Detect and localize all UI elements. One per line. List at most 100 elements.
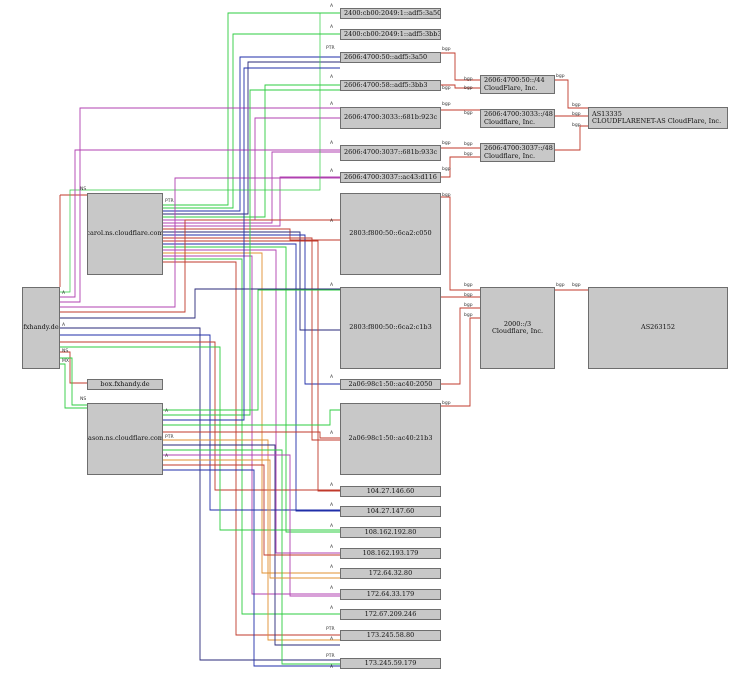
edge-26 — [60, 177, 340, 308]
edge-label-bgp-17: bgp — [464, 293, 473, 298]
node-prefix-2[interactable]: 2606:4700:3033::/48 Cloudflare, Inc. — [480, 109, 555, 128]
edge-label-a-5: A — [330, 141, 334, 146]
edge-label-a-9: A — [330, 375, 334, 380]
edge-label-bgp-1: bgp — [442, 47, 451, 52]
edge-label-bgp-9: bgp — [464, 142, 473, 147]
edge-17 — [163, 252, 340, 574]
edge-label-a-14: A — [330, 545, 334, 550]
node-ipv6-4[interactable]: 2606:4700:58::adf5:3bb3 — [340, 80, 441, 91]
edge-label-a-11: A — [330, 483, 334, 488]
node-ipv6-3[interactable]: 2606:4700:50::adf5:3a50 — [340, 52, 441, 63]
node-prefix-1[interactable]: 2606:4700:50::/44 CloudFlare, Inc. — [480, 75, 555, 94]
edge-label-a-16: A — [330, 586, 334, 591]
node-ipv6-2[interactable]: 2400:cb00:2049:1::adf5:3bb3 — [340, 29, 441, 40]
edge-label-a-17: A — [330, 606, 334, 611]
node-ipv6-1[interactable]: 2400:cb00:2049:1::adf5:3a50 — [340, 8, 441, 19]
edge-45 — [163, 459, 340, 579]
node-ipv6-9[interactable]: 2803:f800:50::6ca2:c1b3 — [340, 287, 441, 369]
edge-23 — [60, 13, 321, 293]
edge-label-a-6: A — [330, 169, 334, 174]
node-ipv4-8[interactable]: 173.245.58.80 — [340, 630, 441, 641]
edge-label-bgp-12: bgp — [572, 103, 581, 108]
edge-29 — [60, 327, 340, 661]
edge-label-bgp-10: bgp — [464, 152, 473, 157]
node-ipv6-11[interactable]: 2a06:98c1:50::ac40:21b3 — [340, 403, 441, 475]
node-ipv4-1[interactable]: 104.27.146.60 — [340, 486, 441, 497]
edge-47 — [163, 469, 340, 667]
edge-label-bgp-2: bgp — [442, 86, 451, 91]
edge-label-a-8: A — [330, 283, 334, 288]
edge-46 — [163, 464, 340, 556]
node-mx-box[interactable]: box.fxhandy.de — [87, 379, 163, 390]
node-ipv4-7[interactable]: 172.67.209.246 — [340, 609, 441, 620]
edge-label-bgp-22: bgp — [442, 401, 451, 406]
edge-44 — [163, 454, 340, 597]
edge-57 — [555, 79, 588, 109]
edge-12 — [163, 237, 340, 441]
edge-label-bgp-19: bgp — [464, 313, 473, 318]
edge-label-ptr-3: PTR — [165, 435, 174, 440]
node-ipv4-6[interactable]: 172.64.33.179 — [340, 589, 441, 600]
edge-label-ns-carol: NS — [80, 187, 87, 192]
edge-1 — [163, 12, 340, 206]
edge-label-bgp-21: bgp — [572, 283, 581, 288]
edge-label-a-10: A — [330, 431, 334, 436]
edge-49 — [441, 84, 480, 89]
edge-37 — [163, 89, 340, 416]
edge-4 — [163, 61, 340, 215]
node-as-263152[interactable]: AS263152 — [588, 287, 728, 369]
edge-2 — [163, 33, 340, 209]
edge-8 — [163, 176, 340, 227]
edge-15 — [163, 246, 340, 533]
edge-label-a-18: A — [330, 637, 334, 642]
edge-33 — [60, 351, 87, 384]
node-ipv6-7[interactable]: 2606:4700:3037::ac43:d116 — [340, 172, 441, 183]
node-ipv6-6[interactable]: 2606:4700:3037::681b:933c — [340, 145, 441, 161]
edge-55 — [441, 307, 480, 385]
edge-25 — [60, 107, 340, 303]
edge-label-bgp-7: bgp — [464, 86, 473, 91]
node-ns-carol[interactable]: carol.ns.cloudflare.com — [87, 193, 163, 275]
node-prefix-4[interactable]: 2000::/3 Cloudflare, Inc. — [480, 287, 555, 369]
edge-label-a-15: A — [330, 565, 334, 570]
edge-27 — [60, 219, 340, 313]
edge-34 — [60, 357, 87, 406]
edge-24 — [60, 149, 340, 298]
edge-label-ptr-4: PTR — [326, 627, 335, 632]
node-ipv4-4[interactable]: 108.162.193.179 — [340, 548, 441, 559]
edge-label-bgp-8: bgp — [464, 111, 473, 116]
edge-48 — [441, 52, 480, 81]
edge-53 — [441, 196, 480, 291]
node-ipv6-10[interactable]: 2a06:98c1:50::ac40:2050 — [340, 379, 441, 390]
node-ipv6-8[interactable]: 2803:f800:50::6ca2:c050 — [340, 193, 441, 275]
edge-59 — [555, 125, 588, 151]
edge-label-a-22: A — [165, 409, 169, 414]
edge-label-a-23: A — [165, 454, 169, 459]
edge-label-a-12: A — [330, 503, 334, 508]
node-ns-jason[interactable]: jason.ns.cloudflare.com — [87, 403, 163, 475]
edge-label-a-4: A — [330, 102, 334, 107]
node-as-13335[interactable]: AS13335 CLOUDFLARENET-AS CloudFlare, Inc… — [588, 107, 728, 129]
node-ipv4-9[interactable]: 173.245.59.179 — [340, 658, 441, 669]
node-domain[interactable]: fxhandy.de — [22, 287, 60, 369]
node-ipv4-5[interactable]: 172.64.32.80 — [340, 568, 441, 579]
node-prefix-3[interactable]: 2606:4700:3037::/48 Cloudflare, Inc. — [480, 143, 555, 162]
edge-3 — [163, 56, 340, 212]
node-ipv4-2[interactable]: 104.27.147.60 — [340, 506, 441, 517]
edge-label-a-19: A — [330, 665, 334, 670]
edge-16 — [163, 249, 340, 554]
edge-label-bgp-5: bgp — [442, 167, 451, 172]
edge-label-bgp-3: bgp — [442, 102, 451, 107]
edge-label-ptr-5: PTR — [326, 654, 335, 659]
edge-7 — [163, 151, 340, 224]
node-ipv4-3[interactable]: 108.162.192.80 — [340, 527, 441, 538]
edge-39 — [163, 409, 340, 426]
edge-label-bgp-14: bgp — [572, 123, 581, 128]
edge-35 — [60, 363, 87, 409]
edge-13 — [163, 240, 340, 492]
edge-label-a-2: A — [330, 25, 334, 30]
edge-5 — [163, 84, 340, 218]
node-ipv6-5[interactable]: 2606:4700:3033::681b:923c — [340, 107, 441, 129]
edge-label-a-1: A — [330, 4, 334, 9]
